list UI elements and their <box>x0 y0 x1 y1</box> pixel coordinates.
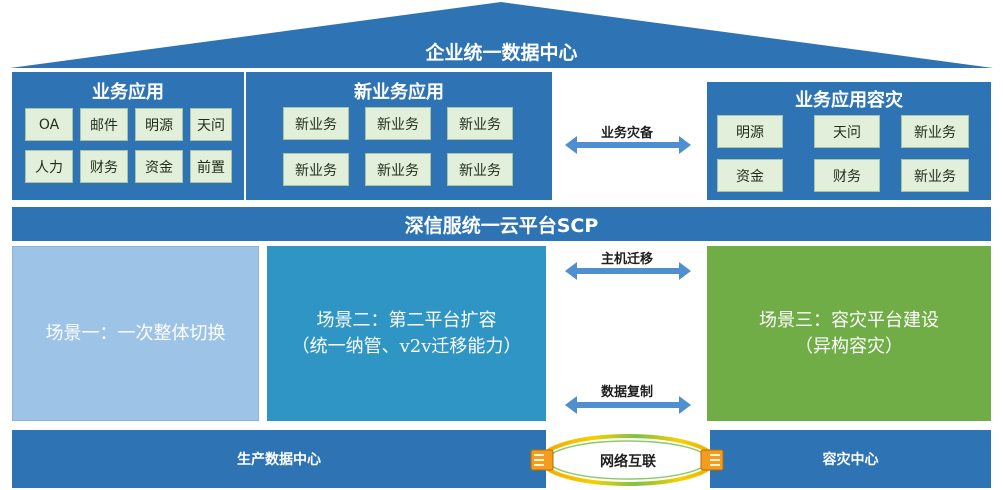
biz-app-chip: OA <box>25 108 73 141</box>
scene-two-line2: （统一纳管、v2v迁移能力） <box>291 335 522 357</box>
biz-app-chip: 前置 <box>190 150 232 183</box>
new-biz-chip: 新业务 <box>365 153 431 186</box>
scene-three-box: 场景三：容灾平台建设 （异构容灾） <box>707 246 991 421</box>
new-biz-chip: 新业务 <box>447 153 513 186</box>
scene-two-line1: 场景二：第二平台扩容 <box>316 309 497 331</box>
dr-app-chip: 明源 <box>717 115 783 148</box>
scene-three-line1: 场景三：容灾平台建设 <box>759 309 939 331</box>
new-biz-apps-title: 新业务应用 <box>354 82 444 103</box>
new-biz-chip: 新业务 <box>283 107 349 140</box>
biz-app-chip: 财务 <box>80 150 128 183</box>
scene-two-box: 场景二：第二平台扩容 （统一纳管、v2v迁移能力） <box>267 246 546 421</box>
new-biz-apps-panel: 新业务应用 新业务 新业务 新业务 新业务 新业务 新业务 <box>246 72 552 200</box>
roof-title: 企业统一数据中心 <box>425 42 578 64</box>
dr-app-chip: 天问 <box>814 115 880 148</box>
platform-band: 深信服统一云平台SCP <box>12 207 991 241</box>
new-biz-chip: 新业务 <box>283 153 349 186</box>
roof-banner <box>10 2 993 68</box>
scene-three-line2: （异构容灾） <box>795 335 903 357</box>
biz-app-chip: 人力 <box>25 150 73 183</box>
new-biz-chip: 新业务 <box>365 107 431 140</box>
dr-app-chip: 财务 <box>814 159 880 192</box>
production-dc-bar: 生产数据中心 <box>12 430 546 488</box>
network-ring-icon <box>540 434 716 486</box>
dr-apps-title: 业务应用容灾 <box>795 90 903 111</box>
migrate-arrow-icon <box>565 262 691 280</box>
dr-app-chip: 资金 <box>717 159 783 192</box>
biz-app-chip: 邮件 <box>80 108 128 141</box>
replicate-arrow-label: 数据复制 <box>600 385 653 400</box>
biz-app-chip: 天问 <box>190 108 232 141</box>
network-label: 网络互联 <box>600 454 656 470</box>
replicate-arrow-icon <box>565 396 691 414</box>
backup-arrow-label: 业务灾备 <box>600 126 653 141</box>
dr-app-chip: 新业务 <box>901 115 969 148</box>
scene-one-box: 场景一：一次整体切换 <box>12 246 259 421</box>
biz-app-chip: 资金 <box>135 150 183 183</box>
biz-app-chip: 明源 <box>135 108 183 141</box>
server-left-icon <box>530 449 554 471</box>
new-biz-chip: 新业务 <box>447 107 513 140</box>
migrate-arrow-label: 主机迁移 <box>600 252 653 267</box>
dr-center-bar: 容灾中心 <box>710 430 991 488</box>
scene-one-text: 场景一：一次整体切换 <box>45 322 226 344</box>
server-right-icon <box>700 449 724 471</box>
dr-apps-panel: 业务应用容灾 明源 天问 新业务 资金 财务 新业务 <box>707 82 991 200</box>
dr-app-chip: 新业务 <box>901 159 969 192</box>
biz-apps-panel: 业务应用 OA 邮件 明源 天问 人力 财务 资金 前置 <box>12 72 244 200</box>
backup-arrow-icon <box>565 136 691 154</box>
biz-apps-title: 业务应用 <box>92 82 164 103</box>
